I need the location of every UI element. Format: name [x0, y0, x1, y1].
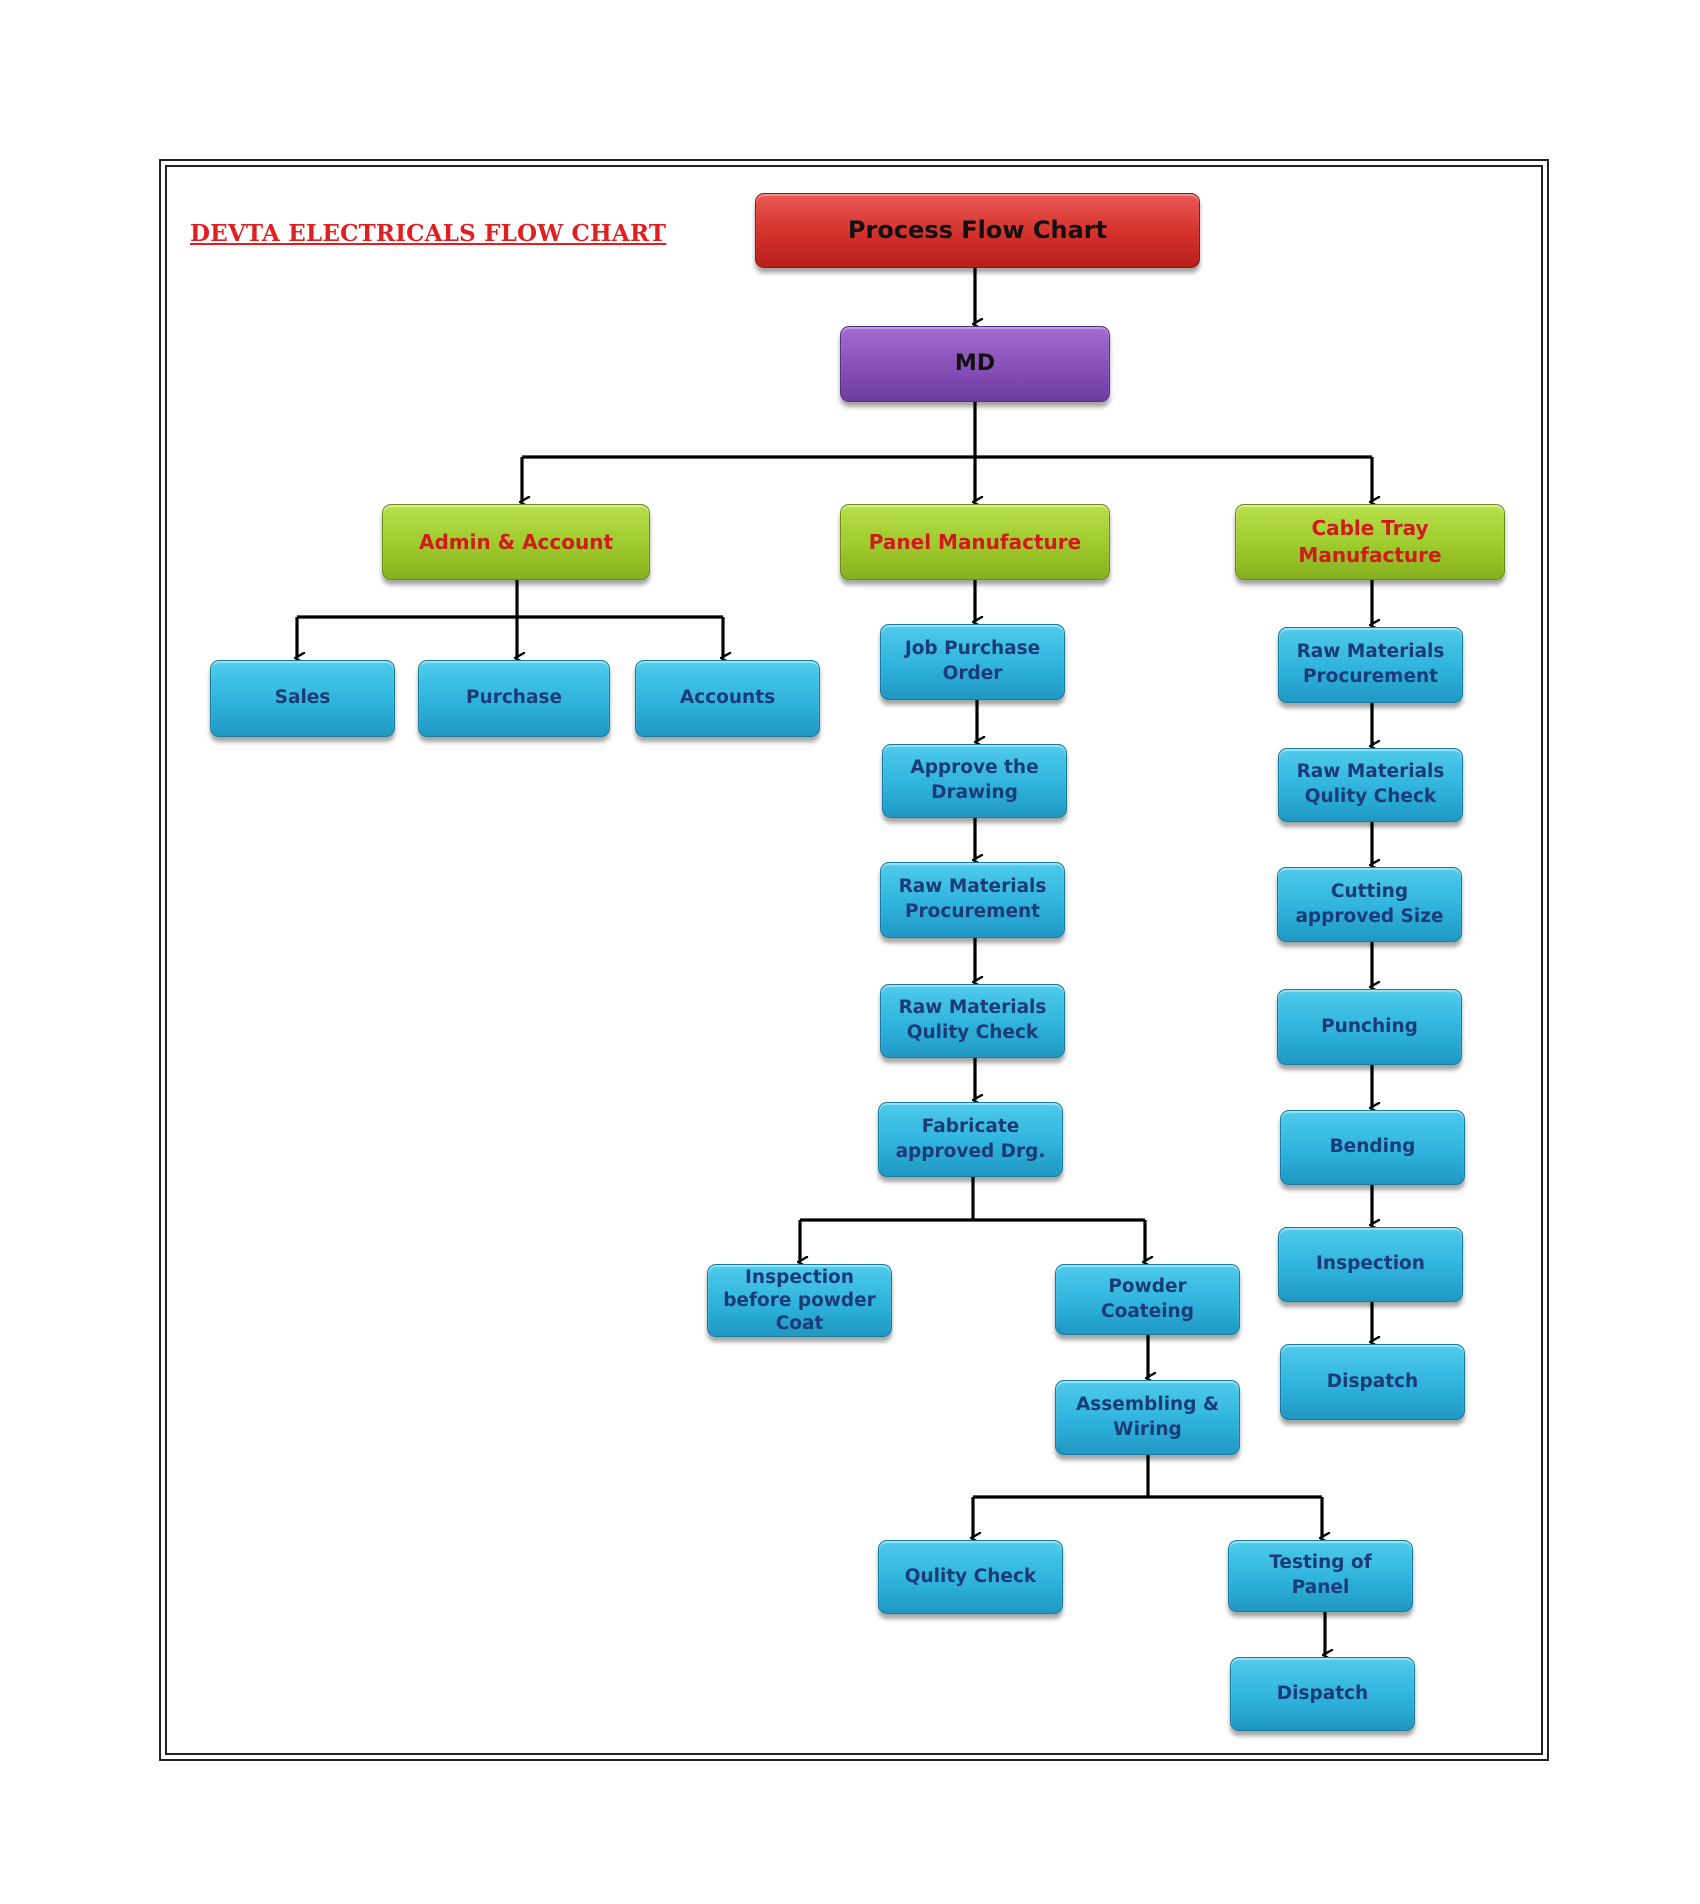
admin-account-node: Admin & Account — [382, 504, 650, 580]
node-label-line: Raw Materials — [898, 876, 1047, 898]
node-label-line: before powder — [723, 1289, 876, 1311]
cable-raw-materials-procurement-node: Raw Materials Procurement — [1278, 627, 1463, 703]
panel-testing-node: Testing of Panel — [1228, 1540, 1413, 1612]
node-label: Process Flow Chart — [847, 216, 1108, 245]
node-label-line: Qulity Check — [1304, 786, 1437, 807]
cable-tray-manufacture-node: Cable Tray Manufacture — [1235, 504, 1505, 580]
cable-dispatch-node: Dispatch — [1280, 1344, 1465, 1420]
panel-dispatch-node: Dispatch — [1230, 1657, 1415, 1731]
panel-manufacture-node: Panel Manufacture — [840, 504, 1110, 580]
node-label-line: Raw Materials — [1296, 761, 1445, 783]
purchase-node: Purchase — [418, 660, 610, 737]
panel-quality-check-node: Qulity Check — [878, 1540, 1063, 1614]
cable-cutting-node: Cutting approved Size — [1277, 867, 1462, 942]
node-label-line: Panel — [1291, 1577, 1350, 1598]
md-node: MD — [840, 326, 1110, 402]
node-label-line: Drawing — [931, 782, 1018, 803]
node-label-line: Order — [942, 663, 1003, 684]
panel-powder-coating-node: Powder Coateing — [1055, 1264, 1240, 1335]
document-title: DEVTA ELECTRICALS FLOW CHART — [190, 220, 667, 247]
node-label: Panel Manufacture — [868, 529, 1082, 554]
node-label-line: Procurement — [904, 901, 1041, 922]
node-label-line: Cutting — [1330, 880, 1409, 902]
node-label-line: Wiring — [1113, 1418, 1182, 1440]
cable-raw-materials-quality-check-node: Raw Materials Qulity Check — [1278, 748, 1463, 822]
sales-node: Sales — [210, 660, 395, 737]
node-label-line: Coat — [775, 1313, 824, 1335]
node-label: Purchase — [465, 687, 563, 709]
node-label-line: Fabricate — [921, 1115, 1020, 1137]
node-label: Qulity Check — [904, 1565, 1037, 1587]
node-label: Inspection — [1316, 1253, 1425, 1275]
cable-inspection-node: Inspection — [1278, 1227, 1463, 1302]
node-label-line: Manufacture — [1298, 543, 1442, 567]
node-label-line: Approve the — [910, 757, 1039, 779]
panel-inspection-before-powder-node: Inspection before powder Coat — [707, 1264, 892, 1337]
panel-assembling-wiring-node: Assembling & Wiring — [1055, 1380, 1240, 1455]
node-label: Punching — [1321, 1015, 1418, 1037]
node-label-line: Qulity Check — [906, 1022, 1039, 1043]
page-border-inner — [165, 165, 1543, 1755]
node-label: Dispatch — [1276, 1682, 1369, 1704]
node-label-line: Raw Materials — [1296, 641, 1445, 663]
cable-bending-node: Bending — [1280, 1110, 1465, 1185]
node-label-line: approved Drg. — [895, 1140, 1046, 1162]
node-label-line: Testing of — [1269, 1552, 1372, 1574]
node-label-line: approved Size — [1295, 905, 1444, 927]
panel-job-purchase-order-node: Job Purchase Order — [880, 624, 1065, 700]
node-label-line: Powder — [1108, 1275, 1187, 1297]
node-label-line: Assembling & — [1075, 1393, 1220, 1415]
cable-punching-node: Punching — [1277, 989, 1462, 1065]
node-label-line: Coateing — [1101, 1300, 1194, 1322]
page-border-outer — [159, 159, 1549, 1761]
node-label: Accounts — [679, 687, 776, 709]
node-label-line: Cable Tray — [1311, 516, 1429, 540]
panel-approve-drawing-node: Approve the Drawing — [882, 744, 1067, 818]
node-label-line: Procurement — [1302, 666, 1439, 687]
node-label: MD — [954, 351, 996, 377]
accounts-node: Accounts — [635, 660, 820, 737]
node-label: Admin & Account — [418, 529, 614, 554]
panel-raw-materials-quality-check-node: Raw Materials Qulity Check — [880, 984, 1065, 1058]
node-label-line: Inspection — [745, 1266, 854, 1288]
node-label-line: Job Purchase — [904, 638, 1041, 660]
panel-fabricate-node: Fabricate approved Drg. — [878, 1102, 1063, 1177]
node-label-line: Raw Materials — [898, 997, 1047, 1019]
panel-raw-materials-procurement-node: Raw Materials Procurement — [880, 862, 1065, 938]
node-label: Bending — [1329, 1136, 1416, 1158]
process-flow-chart-node: Process Flow Chart — [755, 193, 1200, 268]
node-label: Sales — [274, 687, 331, 709]
node-label: Dispatch — [1326, 1370, 1419, 1392]
